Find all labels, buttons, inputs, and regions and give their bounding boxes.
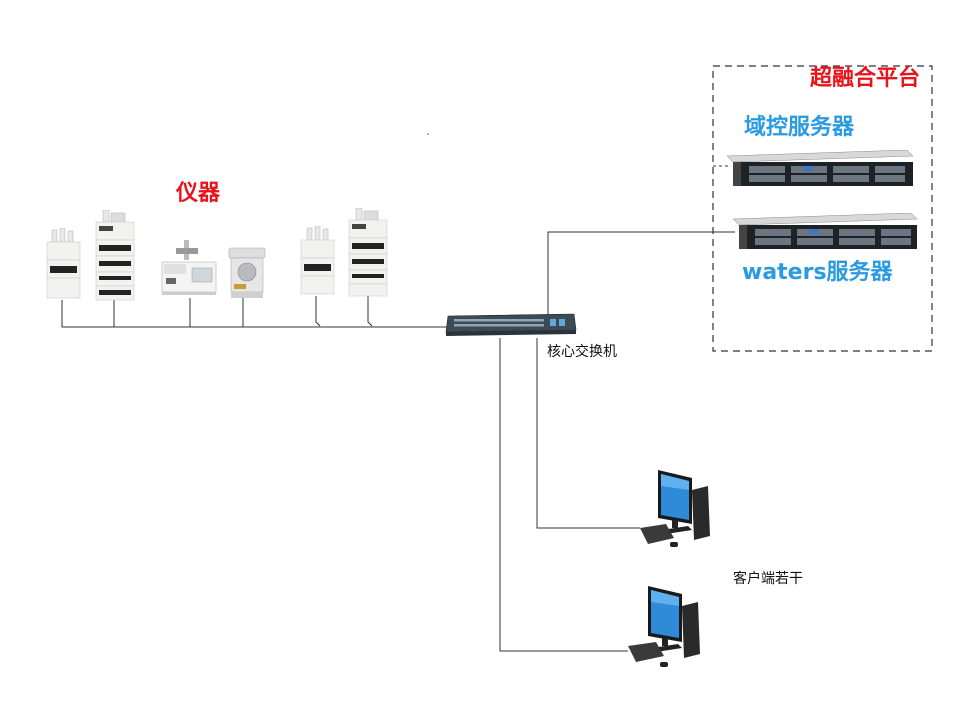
- switch-client2-link: [499, 338, 628, 652]
- platform-label: 超融合平台: [810, 66, 921, 91]
- hplc-stack-icon: [300, 226, 335, 295]
- gc-instrument-icon: [161, 240, 217, 295]
- switch-server-link: [547, 231, 735, 318]
- platform-boundary: [712, 65, 933, 352]
- hplc-stack-icon: [46, 228, 81, 299]
- desktop-computer-icon: [628, 586, 700, 667]
- rack-server-icon: [727, 150, 914, 186]
- network-switch-icon: [445, 313, 577, 336]
- core-switch-label: 核心交换机: [547, 344, 617, 360]
- hplc-stack-icon: [95, 210, 135, 301]
- clients-label: 客户端若干: [733, 571, 803, 587]
- desktop-computer-icon: [640, 470, 710, 547]
- instruments-label: 仪器: [176, 181, 221, 206]
- switch-client1-link: [536, 338, 640, 529]
- hplc-stack-icon: [348, 208, 388, 297]
- rack-server-icon: [733, 213, 918, 249]
- instrument-bus: [61, 296, 447, 328]
- waters-server-label: waters服务器: [742, 260, 893, 285]
- domain-server-label: 域控服务器: [744, 115, 855, 140]
- microwave-digester-icon: [228, 247, 266, 298]
